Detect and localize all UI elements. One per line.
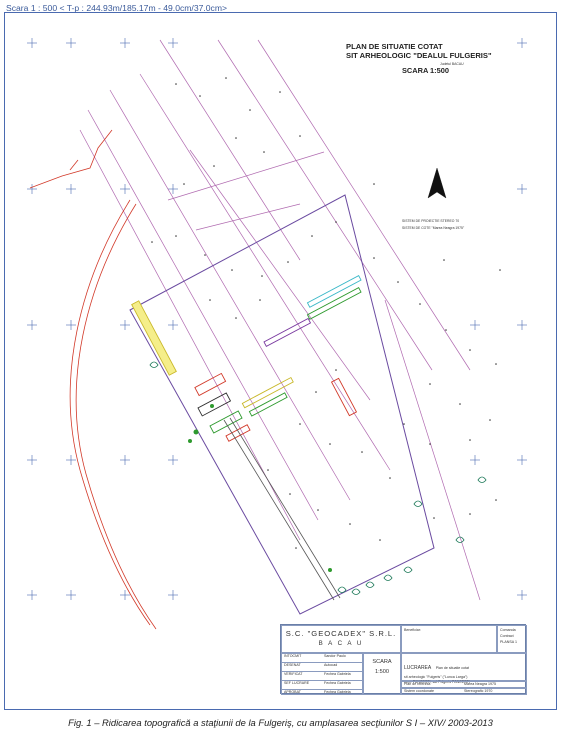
elevation-note: SISTEM DE COTE "Marea Neagra 1975" xyxy=(402,226,465,230)
map-title-line2: SIT ARHEOLOGIC "DEALUL FULGERIS" xyxy=(346,51,492,60)
section-grid-lines xyxy=(79,39,481,601)
comanda-cell: Comanda Contract PLANSA 1 xyxy=(497,625,527,653)
lucrare-sub1: sit arheologic "Fulgeris" ("Lunca Larga"… xyxy=(404,675,468,679)
contract-label: Contract xyxy=(500,634,514,638)
lucrare-label: LUCRAREA xyxy=(404,665,432,671)
scara-value: 1:500 xyxy=(375,669,389,675)
grid-crosses xyxy=(27,38,527,600)
comanda-label: Comanda xyxy=(500,628,516,632)
company-cell: S.C. "GEOCADEX" S.R.L. B A C A U xyxy=(281,625,401,653)
road-lines xyxy=(29,129,157,630)
projection-note: SISTEM DE PROIECTIE STEREO 70 xyxy=(402,219,460,223)
excavation-sections xyxy=(131,275,362,601)
beneficiar-cell: Beneficiar: xyxy=(401,625,497,653)
north-arrow-icon xyxy=(427,167,447,199)
sistem-row: Sistem coordonate Stereografic 1970 xyxy=(401,688,527,695)
company-city: B A C A U xyxy=(318,640,364,647)
lucrare-sub2: com. PANCESTI, sat Fulgeris PANCESTI xyxy=(404,680,470,684)
figure-caption: Fig. 1 – Ridicarea topografică a staţiun… xyxy=(68,717,493,728)
company-name: S.C. "GEOCADEX" S.R.L. xyxy=(285,629,397,638)
map-title: PLAN DE SITUATIE COTAT SIT ARHEOLOGIC "D… xyxy=(346,42,492,60)
tree-icons xyxy=(149,361,487,595)
location-label: Judetul BACAU xyxy=(440,62,464,66)
scara-cell: SCARA 1:500 xyxy=(363,653,401,695)
plan-ref-row: Plan de referinta Marea Neagra 1975 xyxy=(401,681,527,688)
beneficiar-label: Beneficiar: xyxy=(404,628,421,632)
map-title-line1: PLAN DE SITUATIE COTAT xyxy=(346,42,443,51)
plansa-label: PLANSA 1 xyxy=(500,640,517,644)
title-block: S.C. "GEOCADEX" S.R.L. B A C A U Benefic… xyxy=(280,624,527,695)
survey-points xyxy=(151,77,501,549)
lucrare-cell: LUCRAREA Plan de situatie cotat sit arhe… xyxy=(401,653,527,684)
scara-label: SCARA xyxy=(372,659,392,665)
map-frame xyxy=(4,12,557,710)
lucrare-text: Plan de situatie cotat xyxy=(435,666,470,670)
scale-header: Scara 1 : 500 < T-p : 244.93m/185.17m - … xyxy=(6,3,228,13)
marker-points xyxy=(188,404,332,572)
map-scale-label: SCARA 1:500 xyxy=(402,66,449,75)
site-boundary xyxy=(129,194,435,615)
